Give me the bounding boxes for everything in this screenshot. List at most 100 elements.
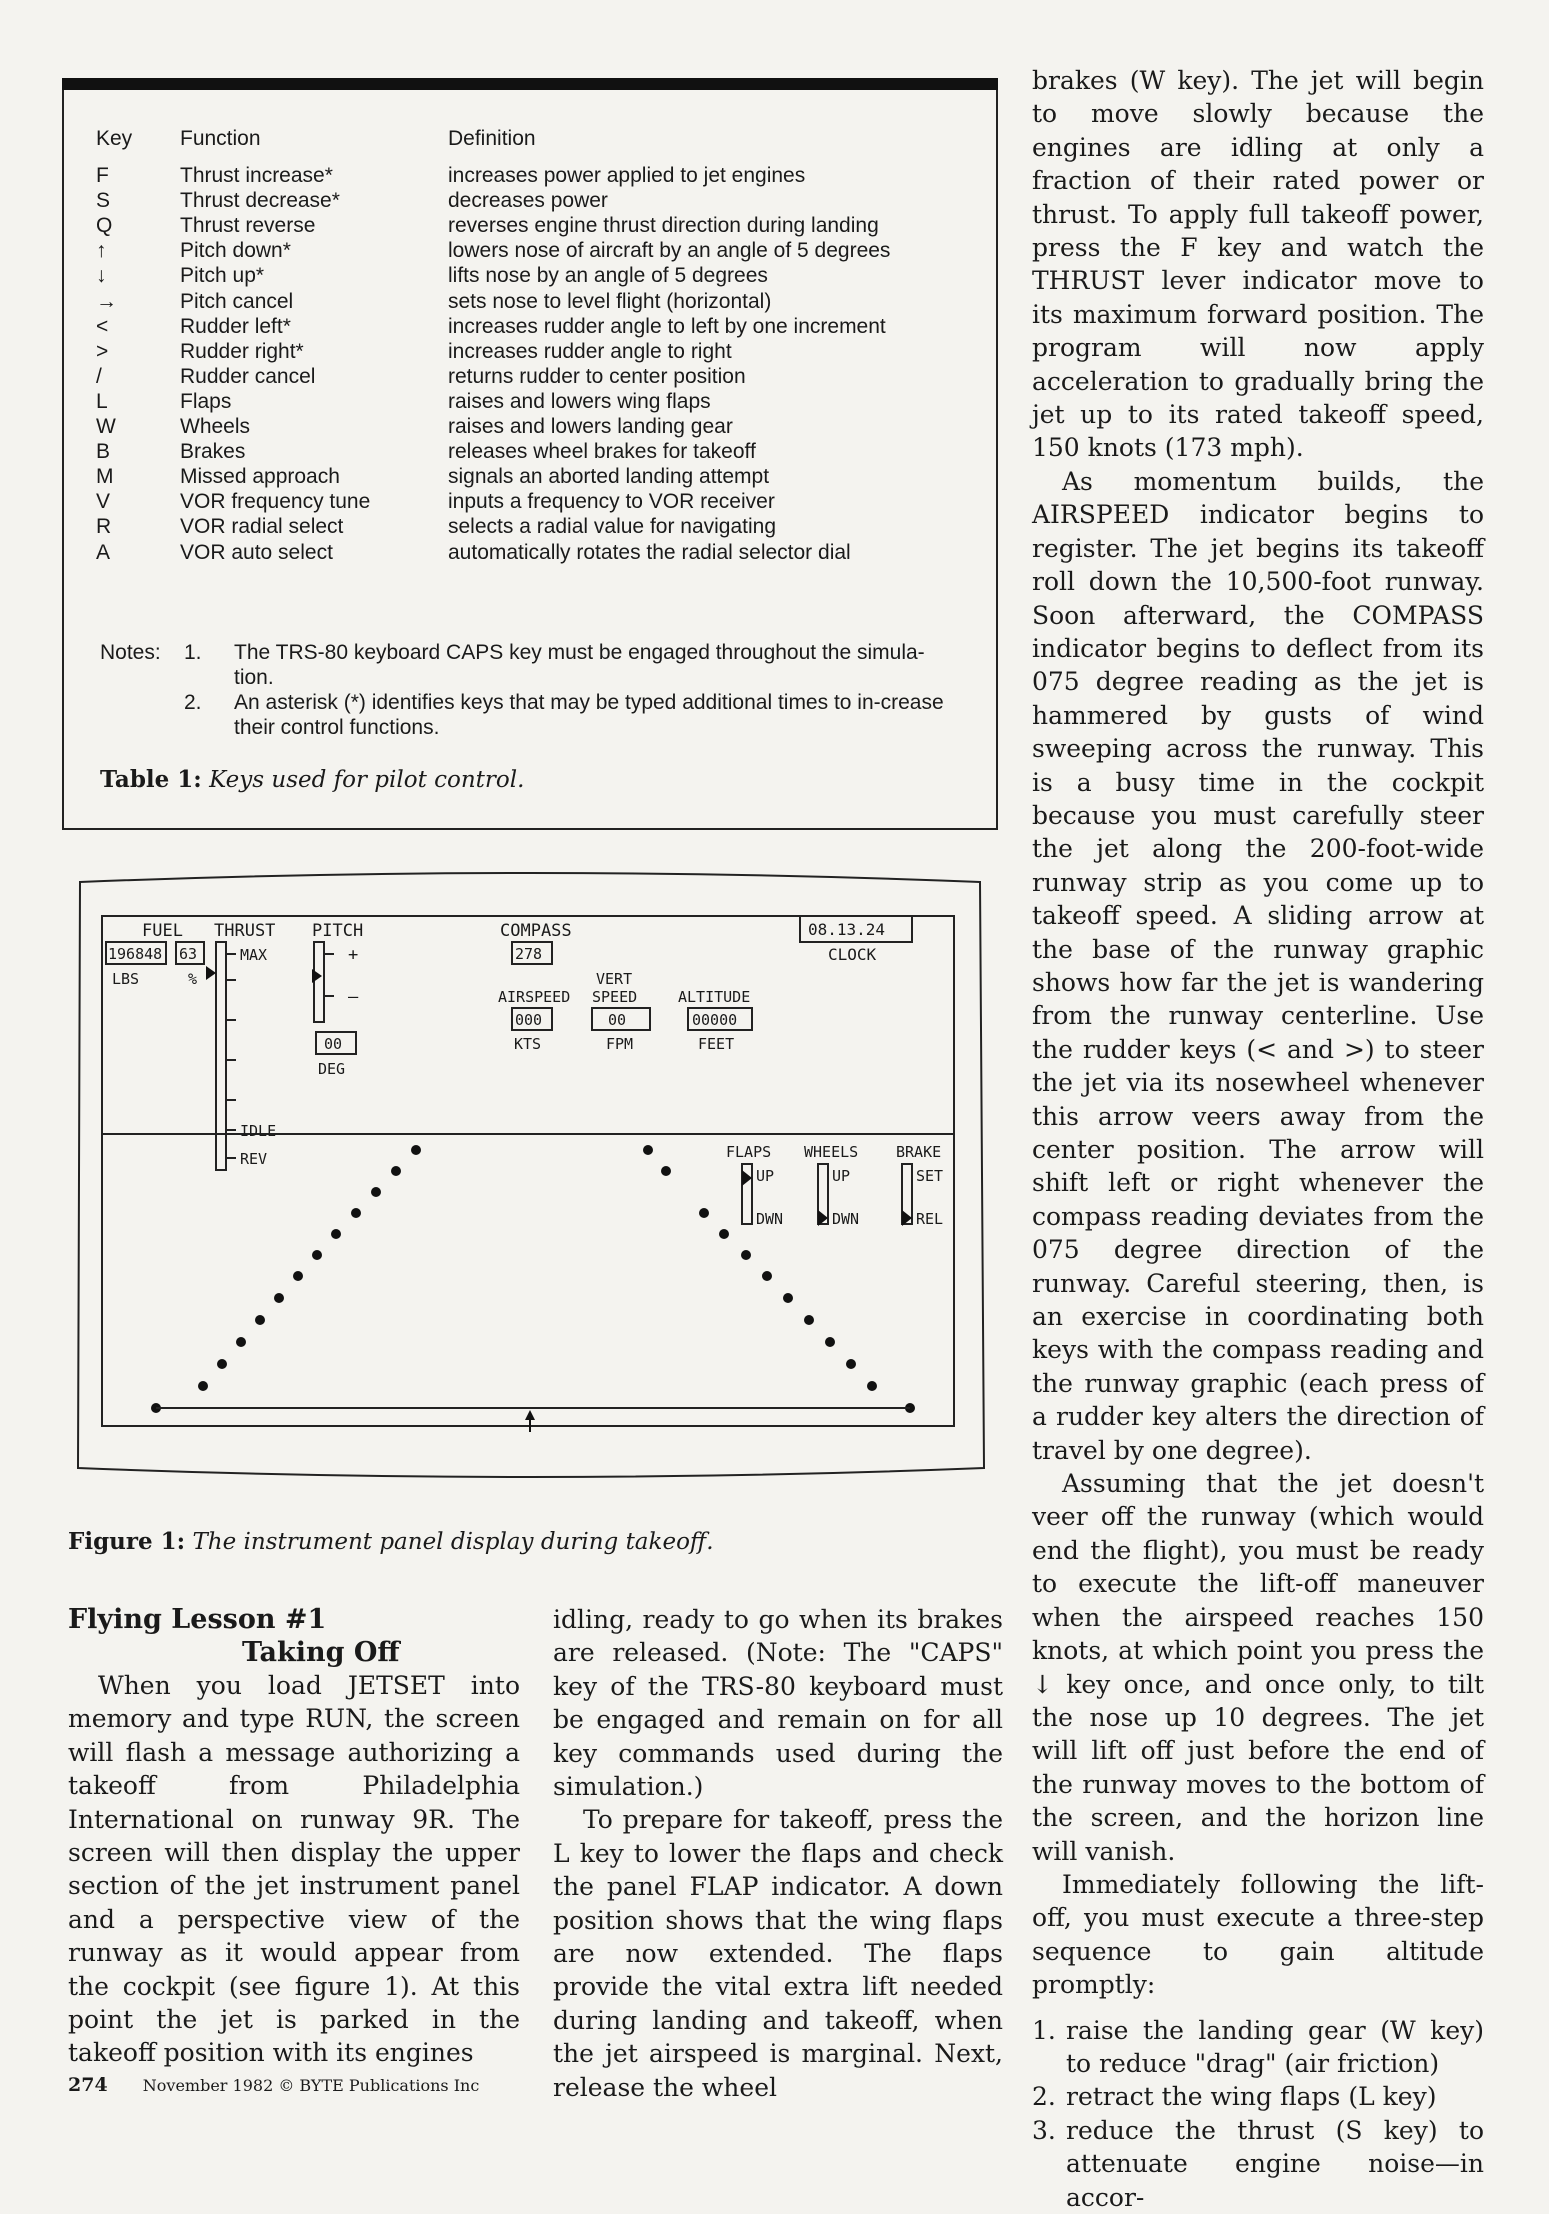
fuel-readout-box <box>105 941 167 965</box>
wheels-down-label: DWN <box>832 1210 859 1228</box>
clock-readout-box <box>799 915 913 943</box>
header-function: Function <box>180 127 261 150</box>
row-function: VOR auto select <box>180 540 333 564</box>
airspeed-readout-box <box>511 1007 553 1031</box>
row-definition: returns rudder to center position <box>448 364 746 388</box>
row-function: Rudder left* <box>180 314 291 338</box>
flaps-up-label: UP <box>756 1167 774 1185</box>
thrust-pointer-icon <box>206 966 216 980</box>
article-paragraph: To prepare for takeoff, press the L key … <box>553 1805 1003 2102</box>
fuel-label: FUEL <box>142 921 183 941</box>
wheels-label: WHEELS <box>804 1143 858 1161</box>
step-number: 1. <box>1032 2015 1056 2045</box>
row-key: W <box>96 415 116 439</box>
article-subheading: Taking Off <box>242 1637 400 1668</box>
thrust-idle-label: IDLE <box>240 1122 276 1140</box>
row-definition: increases rudder angle to right <box>448 339 732 363</box>
table-header: Key Function Definition <box>96 126 968 151</box>
step-text: raise the landing gear (W key) to reduce… <box>1066 2015 1484 2078</box>
thrust-rev-label: REV <box>240 1150 267 1168</box>
clock-value: 08.13.24 <box>808 920 885 939</box>
figure-caption-text: The instrument panel display during take… <box>192 1529 714 1555</box>
compass-value: 278 <box>515 945 542 963</box>
fuel-value: 196848 <box>108 945 162 963</box>
row-key: → <box>96 289 117 313</box>
table-caption: Table 1: Keys used for pilot control. <box>100 766 524 793</box>
altitude-readout-box <box>687 1007 753 1031</box>
display-frame <box>101 915 955 1427</box>
clock-label: CLOCK <box>828 945 877 964</box>
centerline-arrow-icon <box>525 1410 535 1432</box>
row-key: < <box>96 314 109 338</box>
pitch-label: PITCH <box>312 921 363 941</box>
step-number: 2. <box>1032 2082 1056 2112</box>
table-notes: Notes: 1. The TRS-80 keyboard CAPS key m… <box>100 640 964 740</box>
table-row: A VOR auto select automatically rotates th… <box>96 540 968 565</box>
notes-label: Notes: <box>100 641 161 664</box>
row-definition: releases wheel brakes for takeoff <box>448 440 756 464</box>
table-row: ↑Pitch down*lowers nose of aircraft by a… <box>96 238 968 263</box>
thrust-unit: % <box>188 970 197 988</box>
row-function: Brakes <box>180 440 246 464</box>
article-paragraph: idling, ready to go when its brakes are … <box>553 1605 1003 1802</box>
row-definition: decreases power <box>448 189 608 213</box>
row-definition: automatically rotates the radial selecto… <box>448 540 851 564</box>
article-paragraph: Assuming that the jet doesn't veer off t… <box>1032 1469 1484 1866</box>
note-row: 2. An asterisk (*) identifies keys that … <box>100 690 964 740</box>
pitch-indicator-track <box>313 941 325 1023</box>
table-row: <Rudder left*increases rudder angle to l… <box>96 314 968 339</box>
row-function: Pitch cancel <box>180 289 294 313</box>
fuel-unit: LBS <box>112 970 139 988</box>
article-paragraph: brakes (W key). The jet will begin to mo… <box>1032 66 1484 463</box>
row-function: Pitch up* <box>180 264 265 288</box>
step-text: reduce the thrust (S key) to attenuate e… <box>1066 2115 1484 2212</box>
list-item: 2. retract the wing flaps (L key) <box>1032 2080 1484 2113</box>
row-function: Rudder right* <box>180 339 304 363</box>
step-text: retract the wing flaps (L key) <box>1066 2082 1437 2112</box>
vert-speed-readout-box <box>591 1007 651 1031</box>
pitch-pointer-icon <box>312 969 322 983</box>
row-function: Rudder cancel <box>180 364 316 388</box>
table-top-rule <box>62 78 998 90</box>
row-function: Thrust increase* <box>180 164 333 188</box>
row-key: M <box>96 465 114 489</box>
brake-set-label: SET <box>916 1167 943 1185</box>
row-function: VOR frequency tune <box>180 490 371 514</box>
note-text: The TRS-80 keyboard CAPS key must be eng… <box>234 641 925 689</box>
brake-indicator-track <box>901 1163 913 1225</box>
page-number: 274 <box>68 2074 108 2096</box>
row-key: > <box>96 339 109 363</box>
row-function: Flaps <box>180 389 232 413</box>
table-caption-label: Table 1: <box>100 766 202 793</box>
thrust-lever-track <box>215 941 227 1171</box>
list-item: 1. raise the landing gear (W key) to redu… <box>1032 2014 1484 2081</box>
note-row: Notes: 1. The TRS-80 keyboard CAPS key m… <box>100 640 964 690</box>
row-key: S <box>96 189 111 213</box>
vert-speed-unit: FPM <box>606 1035 633 1053</box>
table-caption-text: Keys used for pilot control. <box>209 767 525 793</box>
runway-left-edge <box>151 1145 421 1413</box>
article-heading: Flying Lesson #1 <box>68 1604 327 1635</box>
row-function: Thrust reverse <box>180 214 316 238</box>
row-definition: raises and lowers landing gear <box>448 415 733 439</box>
article-column-middle: idling, ready to go when its brakes are … <box>553 1603 1003 2104</box>
page-footer: 274 November 1982 © BYTE Publications In… <box>68 2074 479 2096</box>
pitch-plus: + <box>348 945 358 965</box>
row-key: A <box>96 540 111 564</box>
article-paragraph: When you load JETSET into memory and typ… <box>68 1671 520 2068</box>
row-key: B <box>96 440 111 464</box>
altitude-label: ALTITUDE <box>678 988 750 1006</box>
brake-label: BRAKE <box>896 1143 941 1161</box>
row-key: R <box>96 515 112 539</box>
issue-line: November 1982 © BYTE Publications Inc <box>142 2076 480 2095</box>
thrust-max-label: MAX <box>240 946 267 964</box>
wheels-indicator-track <box>817 1163 829 1225</box>
crt-screen-outline <box>76 872 986 1478</box>
